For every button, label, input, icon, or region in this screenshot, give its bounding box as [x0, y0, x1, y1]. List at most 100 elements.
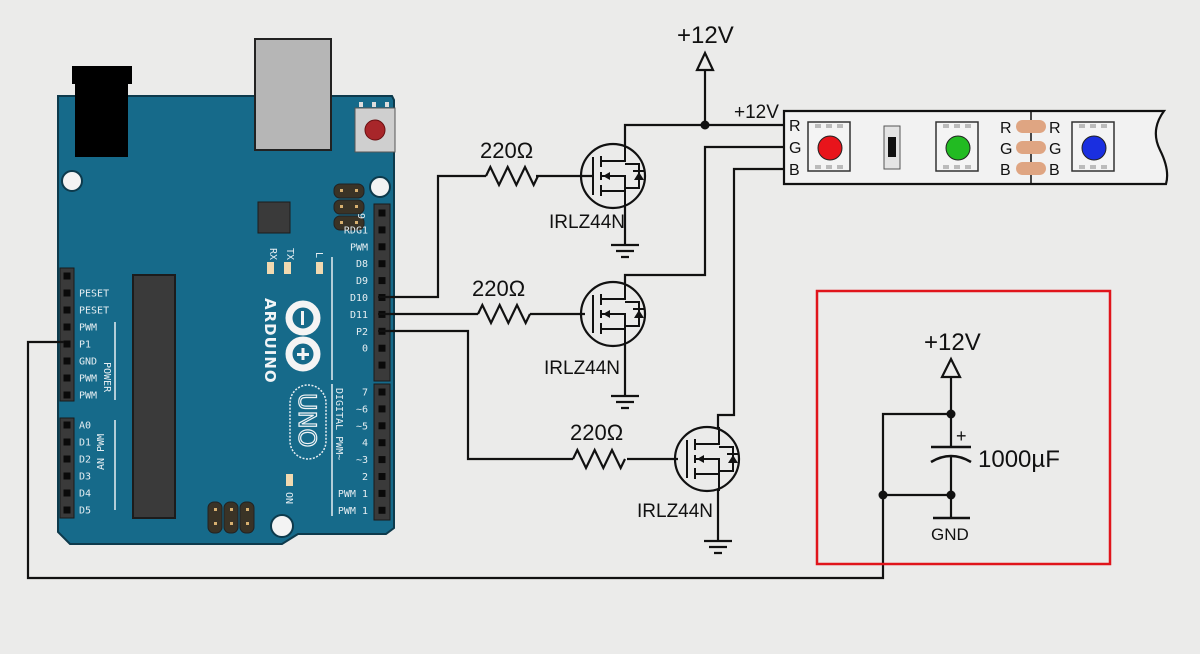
supply-arrow-icon — [940, 356, 962, 379]
header-pin — [63, 506, 71, 514]
pin-label: ~5 — [356, 421, 368, 432]
header-pin — [63, 306, 71, 314]
icsp-header-small — [333, 183, 365, 231]
mosfet-icon — [579, 280, 647, 348]
power-jack-top — [72, 66, 132, 84]
pin-label: D4 — [79, 489, 91, 500]
led-label-l: L — [313, 252, 324, 258]
cut-pad-label: G — [1000, 141, 1012, 158]
resistor-label: 220Ω — [472, 276, 525, 301]
rgb-led-2 — [935, 121, 979, 172]
pin-label: D1 — [79, 438, 91, 449]
header-pin — [378, 277, 386, 285]
led-rx — [267, 262, 274, 274]
pin-label: ~6 — [356, 404, 368, 415]
rgb-led-1 — [807, 121, 851, 172]
header-pin — [63, 455, 71, 463]
pin-label: PWM — [350, 242, 368, 253]
header-pin — [63, 472, 71, 480]
cap-ground-label: GND — [931, 525, 969, 544]
header-pin — [63, 438, 71, 446]
cut-pad-label: B — [1049, 162, 1060, 179]
led-on — [286, 474, 293, 486]
pin-label: D11 — [350, 310, 368, 321]
header-pin — [63, 340, 71, 348]
pin-label: A0 — [79, 421, 91, 432]
mounting-hole — [369, 176, 391, 198]
pin-label: PESET — [79, 306, 109, 317]
cap-polarity: + — [956, 426, 967, 446]
strip-pin-r: R — [789, 118, 801, 135]
ground-icon — [611, 243, 639, 259]
wires — [26, 50, 885, 580]
pin-label: PWM 1 — [338, 489, 368, 500]
header-pin — [378, 388, 386, 396]
digital-header-top — [373, 203, 391, 382]
digital-label: DIGITAL PWM~ — [333, 388, 344, 460]
pin-label: 4 — [362, 438, 368, 449]
pin-label: 0 — [362, 344, 368, 355]
cap-bypass-wire — [881, 412, 951, 495]
pin-label: PESET — [79, 289, 109, 300]
ground-icon — [704, 539, 732, 555]
wire-d9 — [378, 174, 486, 299]
header-pin — [63, 289, 71, 297]
model-label: UNO — [293, 393, 321, 447]
icsp-header-bottom — [207, 501, 255, 534]
wire-gnd — [26, 340, 885, 580]
pin-label: PWM — [79, 374, 97, 385]
cut-pad-label: R — [1049, 120, 1061, 137]
led-tx — [284, 262, 291, 274]
strip-supply-label: +12V — [734, 102, 779, 123]
supply-arrow-icon — [695, 50, 715, 72]
wire-green — [623, 145, 785, 283]
header-pin — [378, 344, 386, 352]
reset-button-cap — [364, 119, 386, 141]
capacitor-section: +12V + 1000µF GND — [815, 289, 1112, 566]
arduino-logo-icon — [285, 300, 321, 372]
header-pin — [378, 260, 386, 268]
cut-pad-label: G — [1049, 141, 1061, 158]
pin-label: RDG1 — [344, 225, 368, 236]
mosfet-icon — [673, 425, 741, 493]
mounting-hole — [61, 170, 83, 192]
pin-label: 7 — [362, 388, 368, 399]
solder-pad — [1016, 162, 1046, 175]
arduino-board: RX TX L ON ARDUINO UNO DIGITAL PWM~ POWE… — [57, 38, 396, 545]
pin-label: GND — [79, 357, 97, 368]
reset-leg — [385, 102, 389, 107]
solder-pad — [1016, 120, 1046, 133]
mosfet-label: IRLZ44N — [549, 212, 625, 233]
header-pin — [378, 473, 386, 480]
header-pin — [378, 243, 386, 251]
mounting-hole — [270, 514, 294, 538]
analog-header — [59, 417, 75, 519]
junction-dot — [946, 409, 956, 419]
pin-label: D3 — [79, 472, 91, 483]
left-bottom-side-label: AN PWM — [96, 434, 107, 470]
ground-icon — [611, 394, 639, 410]
header-pin — [63, 391, 71, 399]
usb-chip — [257, 201, 291, 234]
pin-label: P1 — [79, 340, 91, 351]
resistor-icon — [485, 164, 539, 188]
pin-label: ~3 — [356, 455, 368, 466]
supply-label-top: +12V — [677, 22, 734, 49]
solder-pad — [1016, 141, 1046, 154]
header-pin — [378, 456, 386, 464]
reset-leg — [359, 102, 363, 107]
header-pin — [63, 357, 71, 365]
pin-label: PWM — [79, 391, 97, 402]
highlight-box — [815, 289, 1112, 566]
left-top-side-label: POWER — [101, 362, 112, 393]
cut-pad-label: B — [1000, 162, 1011, 179]
resistor-label: 220Ω — [570, 420, 623, 445]
resistor-icon — [572, 447, 626, 471]
header-pin — [378, 439, 386, 447]
header-pin — [378, 226, 386, 234]
power-header — [59, 267, 75, 402]
led-label-rx: RX — [267, 248, 278, 260]
mosfet-label: IRLZ44N — [544, 358, 620, 379]
